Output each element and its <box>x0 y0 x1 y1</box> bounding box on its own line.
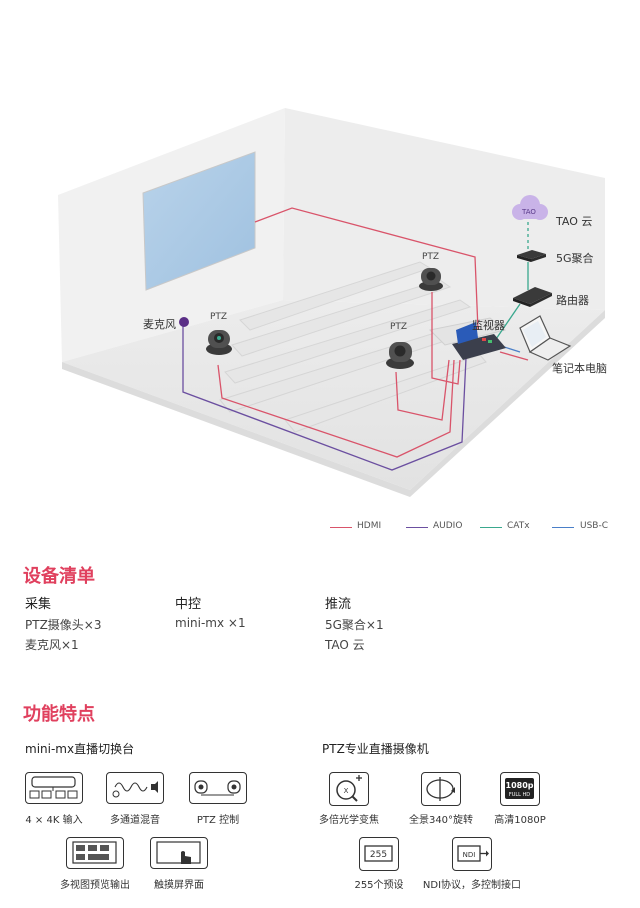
tao-label: TAO 云 <box>556 215 593 228</box>
laptop <box>519 315 572 361</box>
feature-group-header-switcher: mini-mx直播切换台 <box>25 742 135 756</box>
feature-label: 255个预设 <box>354 880 404 891</box>
tao-cloud-text: TAO <box>521 208 536 216</box>
ptz-camera-left <box>206 330 232 355</box>
hd-glyph-sub: FULL HD <box>509 792 530 798</box>
audio-cable <box>182 322 467 471</box>
microphone-label: 麦克风 <box>143 318 176 331</box>
laptop-label: 笔记本电脑 <box>552 362 607 375</box>
ptz-camera-front <box>386 342 414 369</box>
ptz-camera-back <box>419 268 443 291</box>
hd-icon: 1080p FULL HD <box>500 772 540 806</box>
audio-mix-icon <box>106 772 164 804</box>
hdmi-cable-ptz-back <box>431 292 461 385</box>
feature-label: 多倍光学变焦 <box>319 815 379 826</box>
microphone <box>179 317 189 327</box>
legend-catx: CATx <box>507 521 530 531</box>
back-wall <box>283 108 605 310</box>
feature-label: 高清1080P <box>494 815 546 826</box>
equipment-item: mini-mx ×1 <box>175 616 246 630</box>
hdmi-cable-screen <box>254 207 479 331</box>
feature-label: 4 × 4K 输入 <box>25 815 83 826</box>
feature-label: 触摸屏界面 <box>154 880 204 891</box>
tao-cloud-icon: TAO <box>512 195 548 220</box>
feature-label: 全景340°旋转 <box>408 815 474 826</box>
catx-cable <box>493 303 521 343</box>
feature-label: 多通道混音 <box>110 815 160 826</box>
feature-group-header-camera: PTZ专业直播摄像机 <box>322 742 429 756</box>
5g-label: 5G聚合 <box>556 252 594 265</box>
classroom-illustration: TAO <box>58 108 605 497</box>
hd-glyph: 1080p <box>506 781 534 790</box>
feature-label: PTZ 控制 <box>196 815 240 826</box>
column-header-control: 中控 <box>175 597 202 612</box>
ptz-control-icon <box>189 772 247 804</box>
feature-label: 多视图预览输出 <box>60 880 130 891</box>
multiview-icon <box>66 837 124 869</box>
equipment-title: 设备清单 <box>23 566 95 587</box>
ptz-back-label: PTZ <box>422 252 440 262</box>
column-header-capture: 采集 <box>25 597 52 612</box>
legend-usbc: USB-C <box>580 521 609 531</box>
legend-swatch-catx <box>480 527 502 528</box>
ndi-glyph: NDI <box>463 851 476 859</box>
5g-aggregator <box>517 250 546 262</box>
legend-swatch-hdmi <box>330 527 352 528</box>
room-base <box>62 310 605 497</box>
zoom-icon: X <box>329 772 369 806</box>
rotate-icon <box>421 772 461 806</box>
monitor-label: 监视器 <box>472 319 505 332</box>
equipment-item: TAO 云 <box>325 638 365 652</box>
hdmi-cable-monitor <box>499 351 529 361</box>
hdmi-cable-ptz-front <box>395 359 450 421</box>
zoom-glyph: X <box>344 787 349 795</box>
touchscreen-icon <box>150 837 208 869</box>
classroom-diagram: TAO PTZ PTZ PTZ 麦克风 监视器 笔记本电脑 路由器 5G聚合 T… <box>58 108 630 535</box>
four-inputs-icon <box>25 772 83 804</box>
equipment-item: 麦克风×1 <box>25 638 79 652</box>
legend-swatch-audio <box>406 527 428 528</box>
desk-rows <box>219 261 487 433</box>
ptz-left-label: PTZ <box>210 312 228 322</box>
equipment-item: 5G聚合×1 <box>325 618 384 632</box>
hdmi-cable-ptz-left <box>217 359 455 458</box>
feature-label: NDI协议，多控制接口 <box>422 880 522 891</box>
legend-hdmi: HDMI <box>357 521 382 531</box>
router <box>513 287 552 307</box>
legend-swatch-usbc <box>552 527 574 528</box>
router-label: 路由器 <box>556 294 589 307</box>
mini-mx-switcher <box>452 322 506 360</box>
cable-legend: HDMI AUDIO CATx USB-C <box>330 521 630 535</box>
presets-glyph: 255 <box>370 850 387 860</box>
presets-icon: 255 <box>359 837 399 871</box>
ndi-icon: NDI <box>452 837 492 871</box>
ptz-front-label: PTZ <box>390 322 408 332</box>
column-header-streaming: 推流 <box>325 597 352 612</box>
projection-screen <box>142 151 256 291</box>
features-title: 功能特点 <box>23 704 95 725</box>
equipment-item: PTZ摄像头×3 <box>25 618 102 632</box>
legend-audio: AUDIO <box>433 521 463 531</box>
